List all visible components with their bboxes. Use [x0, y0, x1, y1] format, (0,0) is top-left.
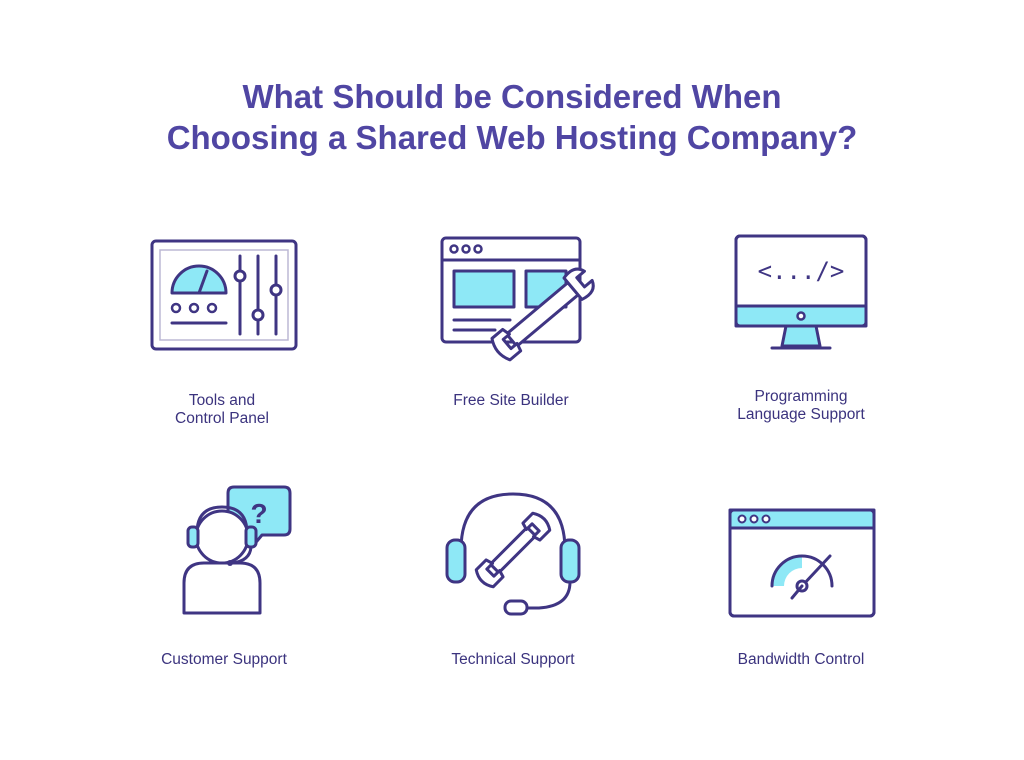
label-technical-support: Technical Support: [451, 651, 575, 668]
title-line-2: Choosing a Shared Web Hosting Company?: [166, 119, 858, 156]
technical-support-icon: [445, 492, 581, 616]
customer-support-icon: ?: [182, 485, 292, 615]
control-panel-icon: [150, 239, 298, 351]
label-programming-language-support: Programming Language Support: [737, 388, 865, 423]
site-builder-icon: [440, 236, 595, 362]
wrench-icon-2: [474, 511, 552, 589]
wrench-icon: [490, 267, 595, 362]
title-line-1: What Should be Considered When: [242, 78, 782, 115]
bandwidth-gauge-icon: [728, 508, 876, 618]
label-tools-control-panel: Tools and Control Panel: [175, 392, 269, 427]
bubble-question-mark: ?: [250, 498, 267, 529]
code-tag-text: <.../>: [758, 257, 845, 285]
page-title: What Should be Considered When Choosing …: [0, 76, 1024, 158]
label-free-site-builder: Free Site Builder: [453, 392, 569, 409]
label-customer-support: Customer Support: [161, 651, 287, 668]
code-monitor-icon: <.../>: [734, 234, 868, 350]
label-bandwidth-control: Bandwidth Control: [737, 651, 865, 668]
